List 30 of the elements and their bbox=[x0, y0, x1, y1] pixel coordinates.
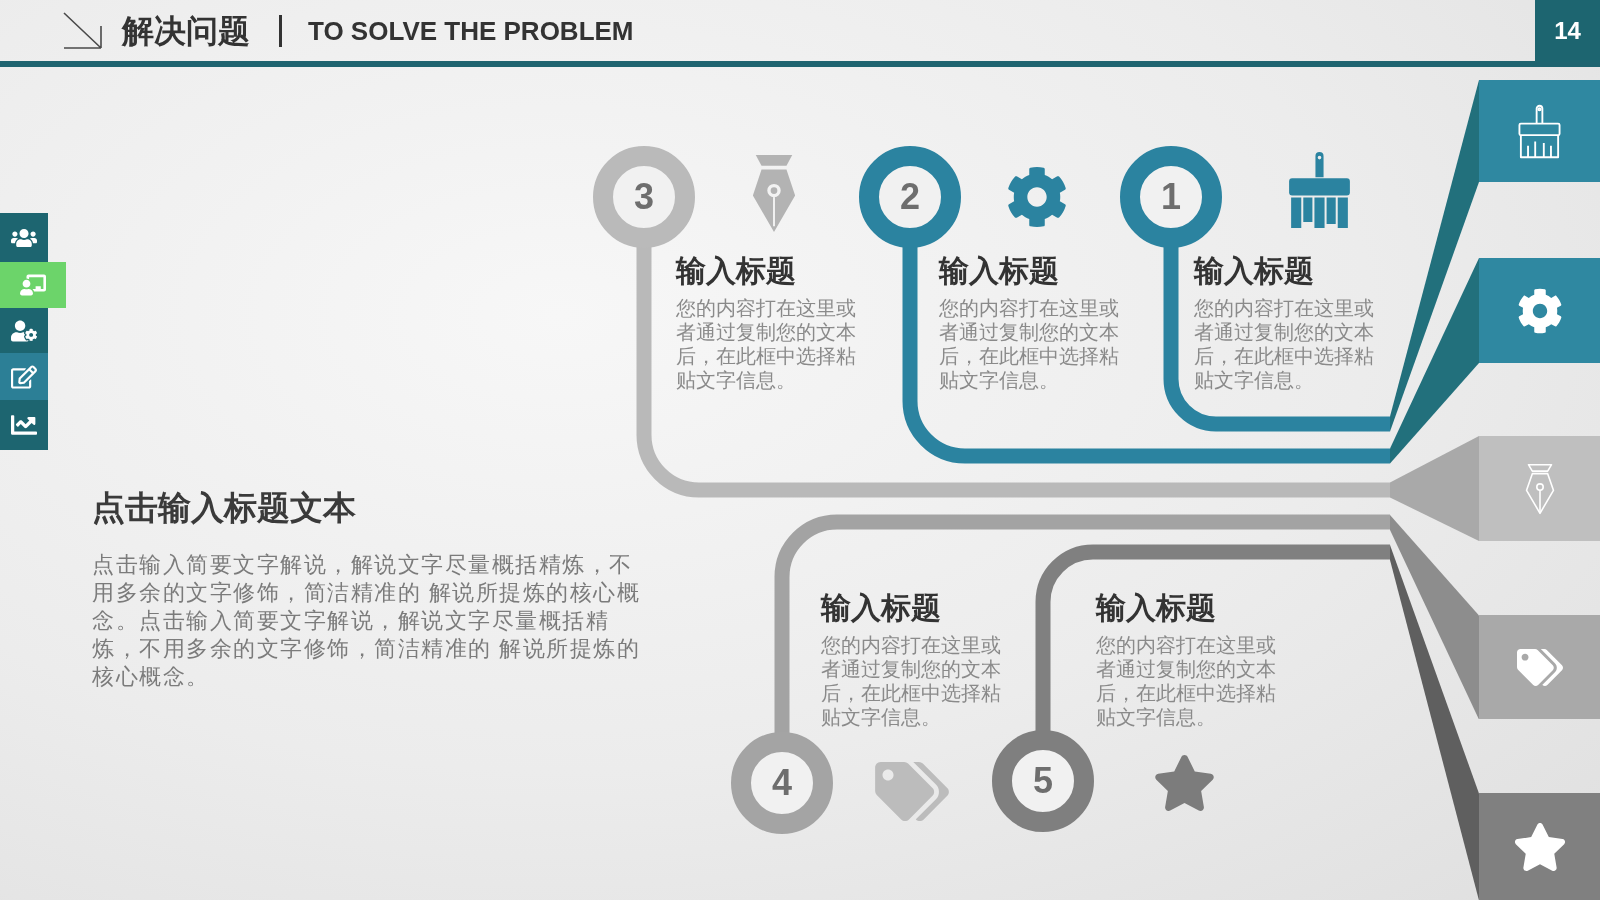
tab-panel bbox=[1479, 80, 1600, 182]
ribbon-fold bbox=[1390, 258, 1479, 464]
step-heading: 输入标题 bbox=[676, 253, 797, 289]
ribbon-fold bbox=[1390, 514, 1479, 719]
tab-panel bbox=[1479, 258, 1600, 363]
step-description: 您的内容打在这里或者通过复制您的文本后，在此框中选择粘贴文字信息。 bbox=[939, 296, 1120, 392]
step-heading: 输入标题 bbox=[1096, 590, 1217, 626]
connector-line bbox=[636, 247, 1390, 498]
connector-line bbox=[902, 247, 1390, 464]
step-heading: 输入标题 bbox=[821, 590, 942, 626]
tab-panel bbox=[1479, 615, 1600, 719]
step-description: 您的内容打在这里或者通过复制您的文本后，在此框中选择粘贴文字信息。 bbox=[1194, 296, 1375, 392]
step-description: 您的内容打在这里或者通过复制您的文本后，在此框中选择粘贴文字信息。 bbox=[676, 296, 857, 392]
step-heading: 输入标题 bbox=[1194, 253, 1315, 289]
ribbon-fold bbox=[1390, 436, 1479, 541]
section-description: 点击输入简要文字解说，解说文字尽量概括精炼，不用多余的文字修饰，简洁精准的 解说所提炼的核心概念。点击输入简要文字解说，解说文字尽量概括精炼，不用多余的文字修饰，简洁精准的 解说所提炼的核心概念。 bbox=[92, 551, 642, 691]
ribbon-fold bbox=[1390, 80, 1479, 432]
connector-line bbox=[774, 514, 1390, 733]
connector-line bbox=[1035, 544, 1390, 731]
connector-line bbox=[1163, 247, 1390, 432]
tab-panel bbox=[1479, 793, 1600, 900]
page-number: 14 bbox=[1535, 0, 1600, 62]
page-title: 解决问题 bbox=[122, 12, 250, 50]
section-heading: 点击输入标题文本 bbox=[92, 489, 356, 527]
page-subtitle: TO SOLVE THE PROBLEM bbox=[308, 15, 634, 48]
step-description: 您的内容打在这里或者通过复制您的文本后，在此框中选择粘贴文字信息。 bbox=[821, 633, 1002, 729]
step-description: 您的内容打在这里或者通过复制您的文本后，在此框中选择粘贴文字信息。 bbox=[1096, 633, 1277, 729]
tab-panel bbox=[1479, 436, 1600, 541]
step-heading: 输入标题 bbox=[939, 253, 1060, 289]
ribbon-fold bbox=[1390, 544, 1479, 900]
